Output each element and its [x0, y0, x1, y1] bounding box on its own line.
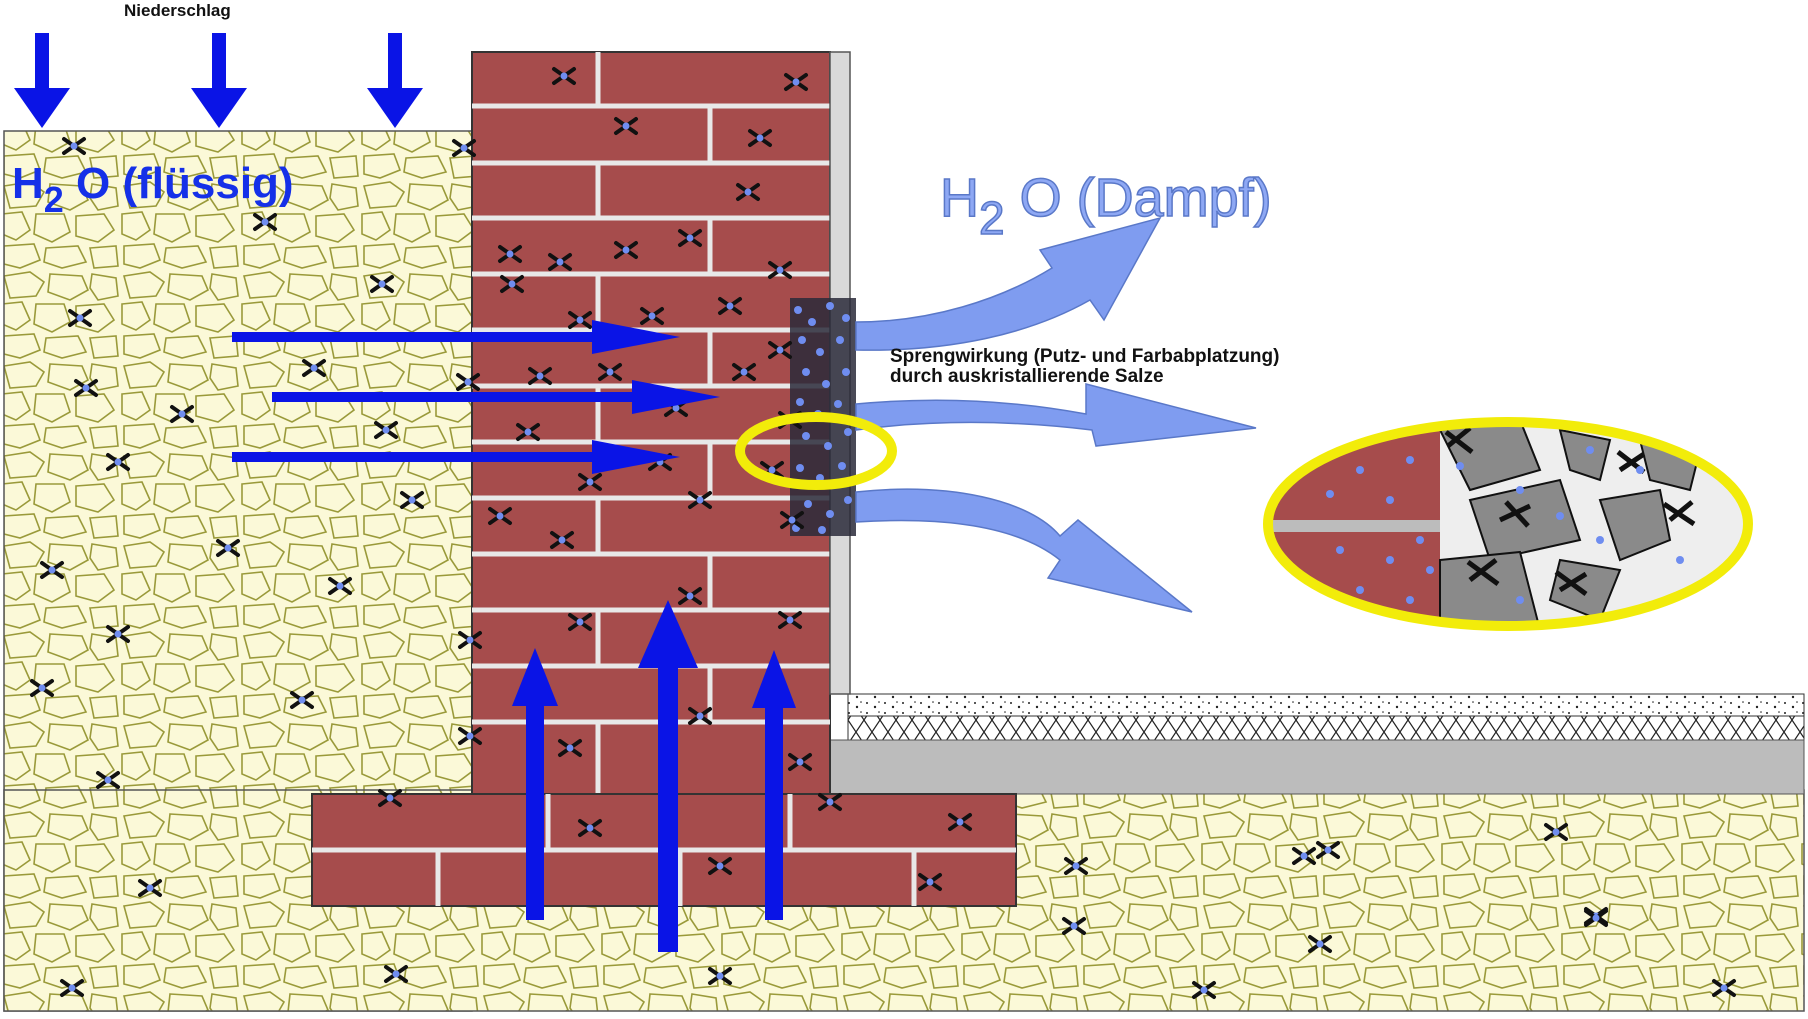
- curved-vapor-arrow-icon: [855, 216, 1162, 351]
- water-molecule-icon: [1308, 935, 1332, 953]
- salt-effect-note-line2: durch auskristallierende Salze: [890, 366, 1164, 387]
- water-molecule-icon: [302, 359, 326, 377]
- water-molecule-icon: [948, 813, 972, 831]
- water-molecule-icon: [550, 531, 574, 549]
- curved-vapor-arrow-icon: [855, 488, 1193, 613]
- floor-screed-layer: [829, 739, 1805, 795]
- water-molecule-icon: [290, 691, 314, 709]
- up-arrow-icon: [638, 600, 698, 952]
- water-molecules: [30, 67, 1736, 999]
- water-molecule-icon: [708, 857, 732, 875]
- water-molecule-icon: [678, 587, 702, 605]
- right-arrow-icon: [232, 320, 680, 354]
- water-molecule-icon: [818, 793, 842, 811]
- vapor-label: H2 O (Dampf): [940, 168, 1272, 244]
- water-molecule-icon: [458, 631, 482, 649]
- right-arrow-icon: [232, 440, 680, 474]
- water-molecule-icon: [1584, 909, 1608, 927]
- water-molecule-icon: [1544, 823, 1568, 841]
- curved-vapor-arrow-icon: [855, 383, 1257, 447]
- water-molecule-icon: [498, 245, 522, 263]
- salt-effect-note-line1: Sprengwirkung (Putz- und Farbabplatzung): [890, 346, 1279, 367]
- water-molecule-icon: [718, 297, 742, 315]
- water-molecule-icon: [30, 679, 54, 697]
- down-arrow-icon: [367, 33, 423, 128]
- water-molecule-icon: [1712, 979, 1736, 997]
- water-molecule-icon: [768, 341, 792, 359]
- lateral-inflow-arrows: [232, 320, 720, 474]
- down-arrow-icon: [14, 33, 70, 128]
- water-molecule-icon: [1064, 857, 1088, 875]
- water-molecule-icon: [106, 625, 130, 643]
- water-molecule-icon: [374, 421, 398, 439]
- water-molecule-icon: [378, 789, 402, 807]
- water-molecule-icon: [598, 363, 622, 381]
- water-molecule-icon: [778, 611, 802, 629]
- water-molecule-icon: [1062, 917, 1086, 935]
- water-molecule-icon: [400, 491, 424, 509]
- water-molecule-icon: [558, 739, 582, 757]
- water-molecule-icon: [106, 453, 130, 471]
- water-molecule-icon: [68, 309, 92, 327]
- precipitation-label: Niederschlag: [124, 1, 231, 20]
- water-molecule-icon: [60, 979, 84, 997]
- down-arrow-icon: [191, 33, 247, 128]
- water-molecule-icon: [748, 129, 772, 147]
- water-molecule-icon: [500, 275, 524, 293]
- up-arrow-icon: [752, 650, 796, 920]
- water-molecule-icon: [488, 507, 512, 525]
- water-molecule-icon: [62, 137, 86, 155]
- water-molecule-icon: [568, 311, 592, 329]
- water-molecule-icon: [40, 561, 64, 579]
- water-molecule-icon: [1292, 847, 1316, 865]
- rising-damp-arrows: [512, 600, 796, 952]
- water-molecule-icon: [74, 379, 98, 397]
- water-molecule-icon: [918, 873, 942, 891]
- water-molecule-icon: [528, 367, 552, 385]
- water-molecule-icon: [578, 819, 602, 837]
- water-molecule-icon: [516, 423, 540, 441]
- water-molecule-icon: [456, 373, 480, 391]
- water-molecule-icon: [328, 577, 352, 595]
- water-molecule-icon: [1316, 841, 1340, 859]
- water-molecule-icon: [768, 261, 792, 279]
- right-arrow-icon: [272, 380, 720, 414]
- up-arrow-icon: [512, 648, 558, 920]
- water-molecule-icon: [708, 967, 732, 985]
- water-molecule-icon: [370, 275, 394, 293]
- vapor-arrows: [855, 216, 1257, 613]
- water-molecule-icon: [688, 707, 712, 725]
- water-molecule-icon: [732, 363, 756, 381]
- water-molecule-icon: [784, 73, 808, 91]
- water-molecule-icon: [138, 879, 162, 897]
- water-molecule-icon: [552, 67, 576, 85]
- precipitation-arrows: [14, 33, 423, 128]
- water-molecule-icon: [614, 117, 638, 135]
- water-molecule-icon: [568, 613, 592, 631]
- water-molecule-icon: [216, 539, 240, 557]
- magnified-detail: [1263, 417, 1753, 631]
- water-molecule-icon: [736, 183, 760, 201]
- water-molecule-icon: [458, 727, 482, 745]
- floor-insulation-layer: [847, 715, 1805, 741]
- water-molecule-icon: [1192, 981, 1216, 999]
- water-molecule-icon: [548, 253, 572, 271]
- water-molecule-icon: [96, 771, 120, 789]
- water-molecule-icon: [170, 405, 194, 423]
- water-molecule-icon: [253, 213, 277, 231]
- water-molecule-icon: [384, 965, 408, 983]
- water-molecule-icon: [640, 307, 664, 325]
- water-molecule-icon: [688, 491, 712, 509]
- magnifier-ring-icon: [1263, 417, 1753, 631]
- water-molecule-icon: [614, 241, 638, 259]
- water-molecule-icon: [780, 511, 804, 529]
- floor-gravel-layer: [847, 693, 1805, 717]
- water-molecule-icon: [678, 229, 702, 247]
- water-molecule-icon: [578, 473, 602, 491]
- water-molecule-icon: [452, 139, 476, 157]
- water-molecule-icon: [788, 753, 812, 771]
- liquid-water-label: H2 O (flüssig): [12, 159, 294, 220]
- highlight-ring: [735, 412, 897, 490]
